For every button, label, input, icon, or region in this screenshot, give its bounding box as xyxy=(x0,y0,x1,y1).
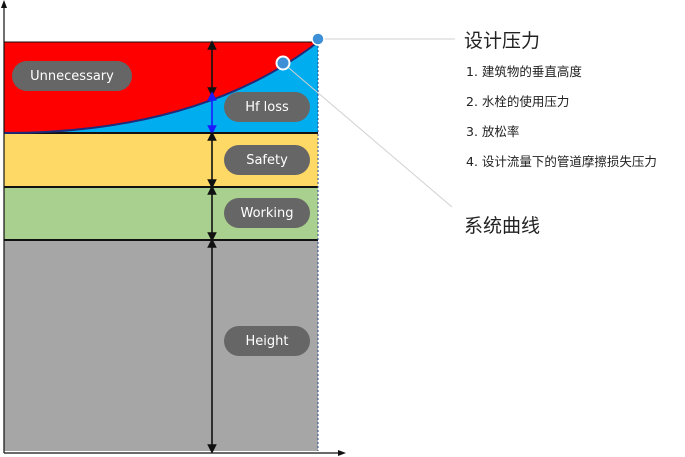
svg-text:Height: Height xyxy=(246,334,289,349)
working-label: Working xyxy=(224,198,310,228)
system-curve-marker xyxy=(275,55,291,71)
svg-text:Hf loss: Hf loss xyxy=(245,100,289,115)
svg-text:Unnecessary: Unnecessary xyxy=(30,69,114,84)
svg-text:Working: Working xyxy=(240,206,293,221)
design-pressure-item: 1. 建筑物的垂直高度 xyxy=(466,64,582,79)
y-axis-arrow-icon xyxy=(1,0,7,8)
height-label: Height xyxy=(224,326,310,356)
safety-label: Safety xyxy=(224,145,310,175)
svg-text:Safety: Safety xyxy=(246,153,288,168)
x-axis-arrow-icon xyxy=(338,450,346,456)
system-curve-title: 系统曲线 xyxy=(464,215,540,237)
design-pressure-item: 2. 水栓的使用压力 xyxy=(466,94,569,109)
design-pressure-marker xyxy=(311,32,325,46)
hf-loss-label: Hf loss xyxy=(224,92,310,122)
design-pressure-item: 4. 设计流量下的管道摩擦损失压力 xyxy=(466,154,657,169)
design-pressure-item: 3. 放松率 xyxy=(466,124,519,139)
design-pressure-title: 设计压力 xyxy=(464,30,540,52)
system-curve-leader xyxy=(282,62,453,208)
unnecessary-label: Unnecessary xyxy=(12,61,132,91)
